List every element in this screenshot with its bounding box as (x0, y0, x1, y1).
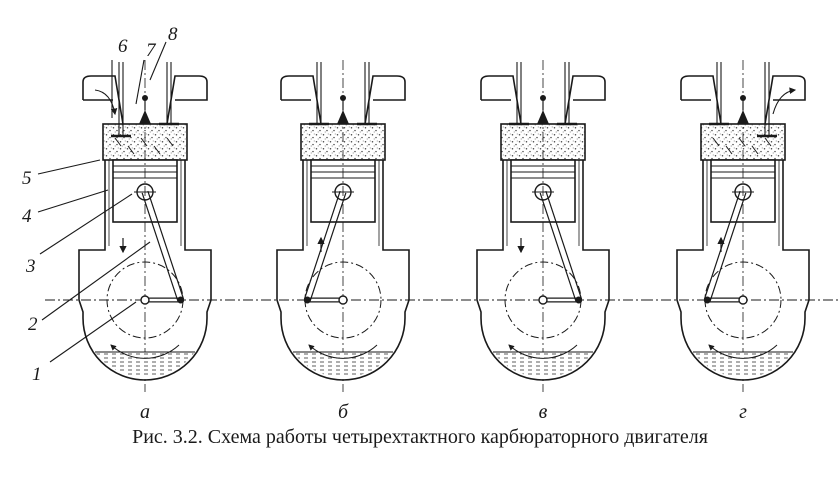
mixture-stroke (751, 145, 759, 155)
mixture-stroke (738, 137, 746, 147)
callout-2: 2 (28, 314, 38, 335)
rotation-arrow (308, 344, 378, 359)
crank-pin (177, 296, 185, 304)
oil-sump (95, 352, 195, 378)
connecting-rod (703, 190, 747, 302)
oil-sump (293, 352, 393, 378)
figure-caption: Рис. 3.2. Схема работы четырехтактного к… (132, 426, 708, 448)
crank-pin (303, 296, 311, 304)
callout-1: 1 (32, 364, 42, 385)
engine-panel-1: а (45, 60, 245, 423)
callout-8: 8 (168, 24, 178, 45)
mixture-stroke (140, 137, 148, 147)
crankshaft-journal (738, 295, 748, 305)
mixture-stroke (764, 137, 772, 147)
panel-label-4: г (739, 401, 747, 423)
mixture-stroke (153, 145, 161, 155)
mixture-stroke (712, 137, 720, 147)
panel-label-1: а (140, 401, 150, 423)
cylinder-head (480, 75, 606, 125)
panel-label-2: б (338, 401, 349, 423)
engine-panel-2: б (243, 60, 443, 423)
crankshaft-journal (538, 295, 548, 305)
engine-panel-3: в (443, 60, 643, 423)
mixture-stroke (166, 137, 174, 147)
callout-6: 6 (118, 36, 128, 57)
oil-sump (693, 352, 793, 378)
intake-flow-arrow (94, 89, 118, 116)
callout-group: 1 2 3 4 5 6 7 8 (22, 24, 178, 385)
mixture-stroke (114, 137, 122, 147)
connecting-rod (539, 190, 583, 302)
connecting-rod (303, 190, 347, 302)
callout-4: 4 (22, 206, 32, 227)
mixture-stroke (725, 145, 733, 155)
engine-panel-4: г (643, 60, 840, 423)
callout-7: 7 (146, 40, 157, 61)
callout-5: 5 (22, 168, 32, 189)
crank-pin (703, 296, 711, 304)
mixture-stroke (127, 145, 135, 155)
rotation-arrow (708, 344, 778, 359)
cylinder-head (680, 75, 806, 125)
cylinder-head (82, 75, 208, 125)
connecting-rod (141, 190, 185, 302)
panel-label-3: в (539, 401, 548, 423)
rotation-arrow (508, 344, 578, 359)
crankshaft-journal (338, 295, 348, 305)
cylinder-head (280, 75, 406, 125)
rotation-arrow (110, 344, 180, 359)
crankshaft-journal (140, 295, 150, 305)
oil-sump (493, 352, 593, 378)
exhaust-flow-arrow (772, 87, 797, 115)
crank-pin (575, 296, 583, 304)
callout-3: 3 (25, 256, 36, 277)
